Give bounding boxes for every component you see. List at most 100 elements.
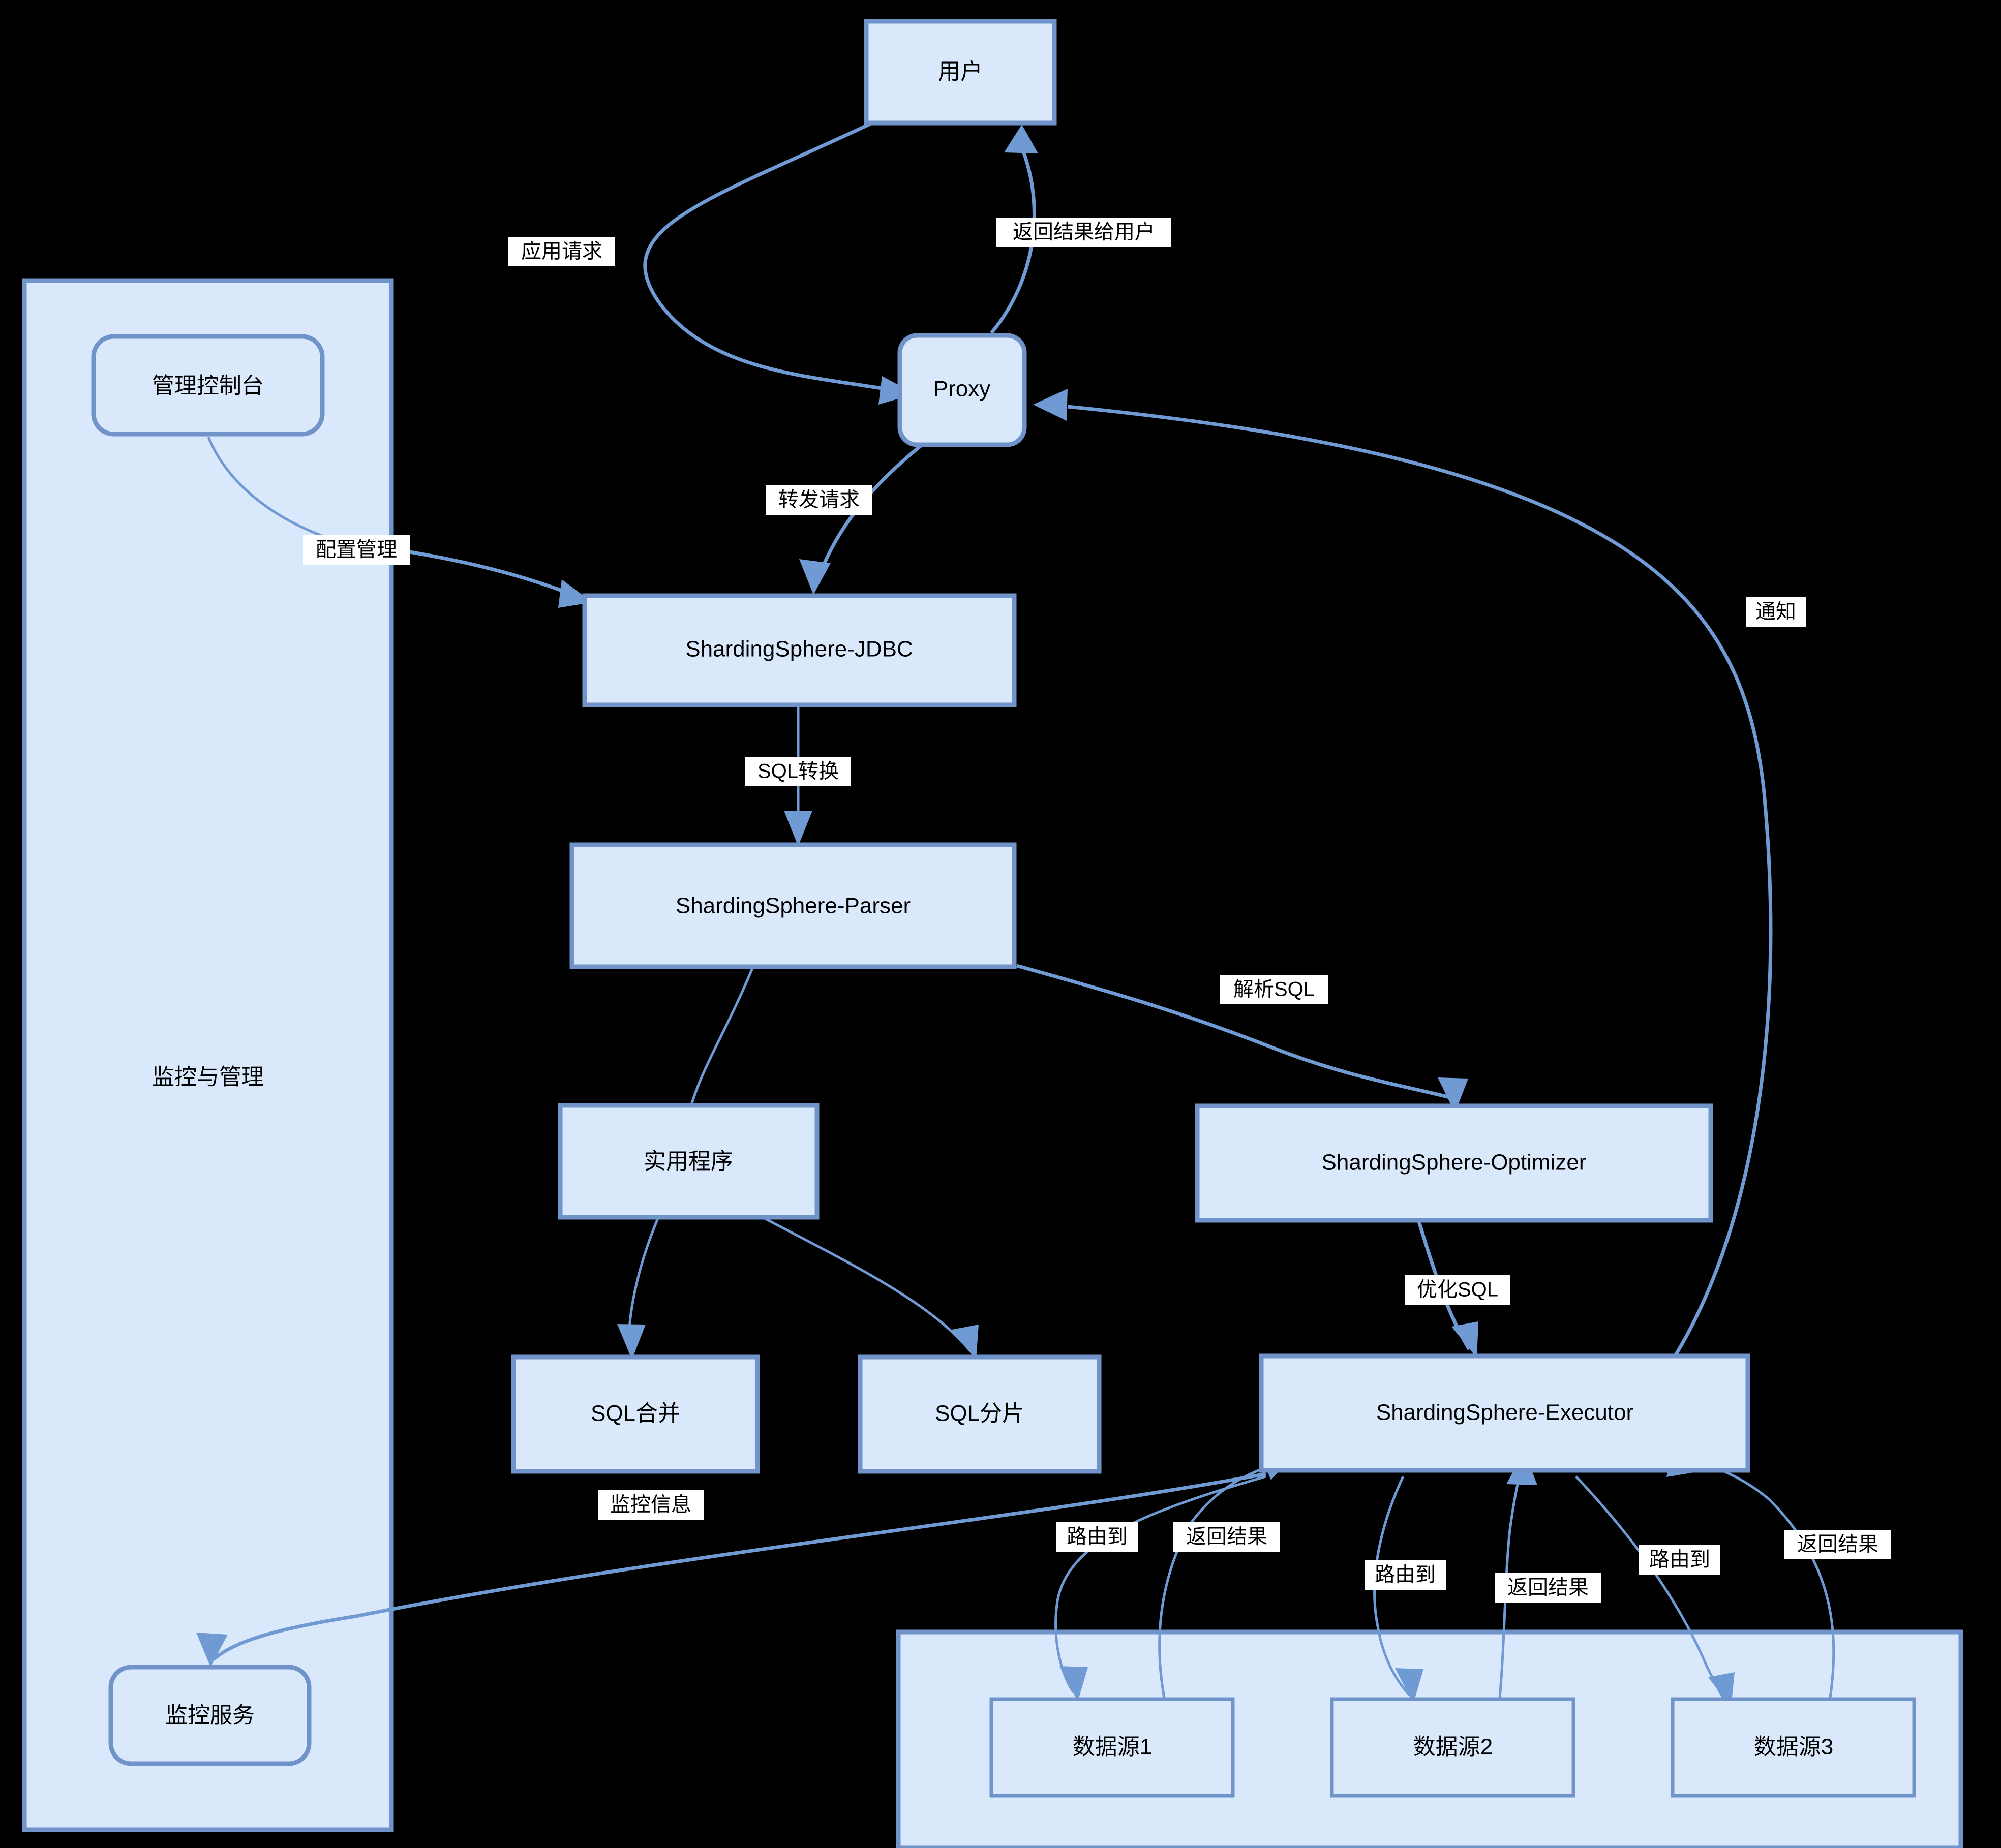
node-monitorsvc[interactable]: 监控服务 — [108, 1665, 312, 1766]
edge-parser-optimizer-path — [1016, 964, 1452, 1100]
edge-ds1-executor-label: 返回结果 — [1186, 1526, 1267, 1548]
node-monitorsvc-label: 监控服务 — [165, 1703, 255, 1728]
cluster-monitoring-box — [22, 278, 394, 1832]
node-jdbc-box[interactable] — [582, 593, 1017, 707]
edge-jdbc-parser-label: SQL转换 — [757, 760, 839, 783]
cluster-monitoring-label: 监控与管理 — [152, 1065, 264, 1090]
edge-jdbc-parser-label-bg — [745, 757, 851, 786]
edge-executor-monitorsvc-label: 监控信息 — [610, 1494, 691, 1516]
edge-executor-proxy: 通知 — [1033, 389, 1806, 1384]
node-ds2[interactable]: 数据源2 — [1330, 1697, 1575, 1798]
edge-executor-monitorsvc-arrowhead — [196, 1633, 228, 1667]
edge-executor-proxy-label-bg — [1746, 597, 1806, 627]
edge-executor-ds2-label-bg — [1365, 1560, 1446, 1590]
node-sqlmerge-box[interactable] — [511, 1354, 760, 1474]
edge-executor-ds2-arrowhead — [1395, 1668, 1423, 1704]
node-ds3-label: 数据源3 — [1754, 1735, 1833, 1760]
edge-ds2-executor-path — [1498, 1468, 1523, 1698]
node-sqlmerge-label: SQL合并 — [591, 1401, 680, 1426]
edge-proxy-user: 返回结果给用户 — [990, 125, 1171, 334]
node-optimizer[interactable]: ShardingSphere-Optimizer — [1195, 1103, 1713, 1223]
edge-jdbc-parser: SQL转换 — [745, 706, 851, 846]
node-user[interactable]: 用户 — [864, 19, 1057, 126]
node-parser-box[interactable] — [569, 842, 1017, 969]
node-console[interactable]: 管理控制台 — [91, 334, 325, 437]
edge-executor-ds2: 路由到 — [1365, 1475, 1446, 1704]
node-proxy-label: Proxy — [933, 377, 990, 402]
edge-utility-sqlmerge-arrowhead — [617, 1324, 646, 1360]
edge-executor-ds1: 路由到 — [1054, 1475, 1266, 1702]
node-parser-label: ShardingSphere-Parser — [676, 894, 911, 918]
node-proxy[interactable]: Proxy — [897, 333, 1027, 447]
edge-ds3-executor-label: 返回结果 — [1797, 1533, 1878, 1556]
node-sqlshard[interactable]: SQL分片 — [858, 1354, 1102, 1474]
edge-proxy-jdbc-arrowhead — [799, 559, 831, 595]
node-optimizer-box[interactable] — [1195, 1103, 1713, 1223]
edge-parser-optimizer-label: 解析SQL — [1233, 978, 1315, 1001]
edge-utility-sqlmerge — [617, 1217, 660, 1360]
node-utility-box[interactable] — [558, 1103, 820, 1220]
edge-console-jdbc-path2 — [406, 549, 581, 599]
node-jdbc[interactable]: ShardingSphere-JDBC — [582, 593, 1017, 707]
edge-executor-ds3-label: 路由到 — [1649, 1549, 1710, 1571]
edge-proxy-user-arrowhead — [1004, 125, 1038, 153]
edge-executor-ds1-label: 路由到 — [1067, 1526, 1128, 1548]
node-sqlshard-box[interactable] — [858, 1354, 1102, 1474]
node-console-box[interactable] — [91, 334, 325, 437]
node-sqlmerge[interactable]: SQL合并 — [511, 1354, 760, 1474]
edge-executor-ds1-label-bg — [1056, 1522, 1138, 1552]
node-jdbc-label: ShardingSphere-JDBC — [685, 637, 913, 662]
edge-proxy-user-label-bg — [996, 218, 1171, 247]
node-ds1-box[interactable] — [989, 1697, 1235, 1798]
edge-optimizer-executor-arrowhead — [1451, 1321, 1478, 1358]
node-executor-box[interactable] — [1259, 1353, 1750, 1473]
edge-executor-ds1-arrowhead — [1059, 1666, 1088, 1702]
node-utility-label: 实用程序 — [644, 1149, 733, 1174]
edge-proxy-jdbc-label: 转发请求 — [778, 489, 860, 511]
node-ds1[interactable]: 数据源1 — [989, 1697, 1235, 1798]
edge-utility-sqlshard-path — [762, 1216, 972, 1353]
node-console-label: 管理控制台 — [152, 374, 264, 398]
edge-console-jdbc-label-bg — [303, 535, 410, 565]
node-ds2-box[interactable] — [1330, 1697, 1575, 1798]
edge-ds2-executor-label: 返回结果 — [1507, 1577, 1589, 1599]
node-monitorsvc-box[interactable] — [108, 1665, 312, 1766]
node-executor[interactable]: ShardingSphere-Executor — [1259, 1353, 1750, 1473]
edge-utility-sqlshard-arrowhead — [952, 1325, 979, 1360]
node-sqlshard-label: SQL分片 — [935, 1401, 1024, 1426]
edge-executor-ds2-path — [1373, 1475, 1410, 1696]
cluster-monitoring: 监控与管理 — [22, 278, 394, 1832]
edge-executor-ds1-path — [1054, 1475, 1266, 1693]
edge-proxy-user-label: 返回结果给用户 — [1013, 221, 1155, 243]
node-parser[interactable]: ShardingSphere-Parser — [569, 842, 1017, 969]
edge-optimizer-executor-label-bg — [1405, 1275, 1510, 1305]
node-ds2-label: 数据源2 — [1413, 1735, 1493, 1760]
edge-utility-sqlshard — [762, 1216, 979, 1360]
node-user-box[interactable] — [864, 19, 1057, 126]
edge-console-jdbc: 配置管理 — [207, 437, 592, 608]
edge-user-proxy-label-bg — [508, 237, 615, 266]
edge-executor-ds3-label-bg — [1639, 1545, 1720, 1575]
edge-user-proxy-path — [643, 120, 885, 391]
edge-proxy-jdbc-label-bg — [766, 485, 872, 515]
edge-user-proxy-label: 应用请求 — [521, 240, 602, 263]
edge-parser-optimizer-arrowhead — [1438, 1077, 1468, 1113]
node-proxy-box[interactable] — [897, 333, 1027, 447]
edge-optimizer-executor-label: 优化SQL — [1417, 1279, 1498, 1301]
edge-optimizer-executor: 优化SQL — [1405, 1219, 1510, 1358]
edge-ds2-executor-label-bg — [1495, 1573, 1601, 1603]
edge-parser-optimizer: 解析SQL — [1016, 964, 1468, 1113]
edge-executor-proxy-label: 通知 — [1755, 601, 1796, 623]
edge-executor-proxy-arrowhead — [1033, 389, 1068, 421]
node-ds3[interactable]: 数据源3 — [1671, 1697, 1916, 1798]
edge-ds3-executor-label-bg — [1784, 1530, 1891, 1559]
node-utility[interactable]: 实用程序 — [558, 1103, 820, 1220]
edge-executor-monitorsvc-label-bg — [598, 1490, 704, 1520]
edge-parser-optimizer-label-bg — [1220, 975, 1328, 1004]
edge-executor-monitorsvc: 监控信息 — [196, 1472, 1266, 1667]
edge-jdbc-parser-arrowhead — [784, 811, 812, 846]
edge-user-proxy-arrowhead — [878, 376, 915, 405]
edge-user-proxy: 应用请求 — [508, 120, 915, 405]
node-ds3-box[interactable] — [1671, 1697, 1916, 1798]
